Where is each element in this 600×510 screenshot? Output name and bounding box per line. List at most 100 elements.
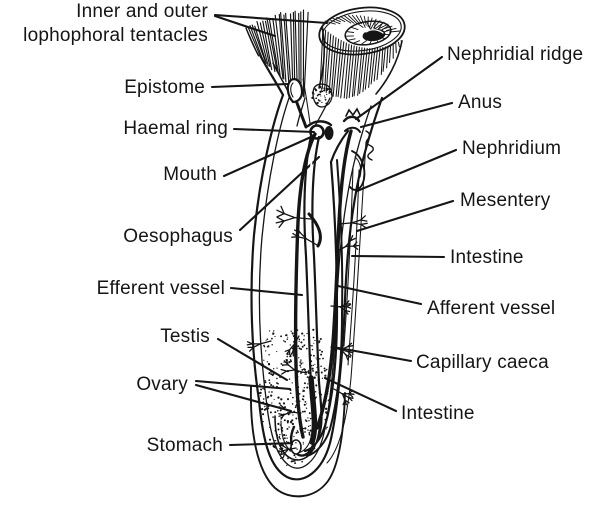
ganglion-dot <box>324 97 326 99</box>
capillary-branch <box>279 448 284 452</box>
gonad-dot <box>298 357 300 359</box>
gonad-dot <box>298 393 301 395</box>
gonad-dot <box>283 437 286 440</box>
label-stomach: Stomach <box>146 435 223 456</box>
gonad-dot <box>309 417 312 420</box>
tentacle-line <box>360 40 368 46</box>
capillary-branch <box>297 236 307 240</box>
capillary-branch <box>292 232 299 238</box>
capillary-branch <box>351 219 362 224</box>
gonad-dot <box>323 426 326 429</box>
capillary-branch <box>346 345 354 348</box>
capillary-branch <box>293 335 300 346</box>
gonad-dot <box>266 402 268 405</box>
tentacle-line <box>332 17 341 23</box>
gonad-dot <box>280 426 284 429</box>
leader-efferent-vessel <box>229 286 304 297</box>
gonad-dot <box>286 464 288 467</box>
gonad-dot <box>290 330 292 332</box>
gonad-dot <box>289 392 292 395</box>
label-mesentery: Mesentery <box>460 190 551 211</box>
gonad-dot <box>281 429 284 432</box>
tentacle-line <box>388 44 392 64</box>
gonad-dot <box>291 412 293 414</box>
ganglion-dot <box>321 101 323 104</box>
gonad-dot <box>301 410 304 413</box>
ganglion-dot <box>319 100 321 102</box>
gonad-dot <box>314 339 316 342</box>
gonad-dot <box>311 449 314 451</box>
tentacle-line <box>346 44 353 99</box>
gonad-dot <box>299 419 302 422</box>
ganglion-dot <box>326 93 328 96</box>
tentacle-line <box>359 47 366 94</box>
gonad-dot <box>309 434 311 436</box>
gonad-dot <box>305 420 307 422</box>
gonad-dot <box>307 425 310 428</box>
tentacle-line <box>370 47 376 85</box>
gonad-dot <box>283 340 285 342</box>
capillary-branch <box>347 396 353 402</box>
gonad-dot <box>304 400 307 403</box>
capillary-branch <box>340 345 349 351</box>
gonad-dot <box>302 441 304 443</box>
gonad-dot <box>267 404 270 408</box>
ganglion-dot <box>323 95 326 97</box>
gonad-dot <box>286 419 290 423</box>
gonad-dot <box>292 396 294 399</box>
gonad-dot <box>302 362 304 364</box>
gonad-dot <box>308 419 310 422</box>
capillary-branch <box>279 404 285 410</box>
gonad-dot <box>305 347 308 350</box>
tentacle-line <box>352 40 361 44</box>
capillary-branch <box>276 216 285 222</box>
label-efferent-vessel: Efferent vessel <box>96 278 225 299</box>
gonad-dot <box>300 366 302 368</box>
gonad-dot <box>287 336 289 338</box>
gonad-dot <box>307 429 309 431</box>
gonad-dot <box>276 382 278 384</box>
label-testis: Testis <box>160 326 210 347</box>
gonad-dot <box>274 429 277 432</box>
gonad-dot <box>320 353 323 356</box>
gonad-dot <box>290 421 293 424</box>
gonad-dot <box>289 355 292 358</box>
tentacle-line <box>362 47 368 93</box>
gonad-dot <box>283 413 285 416</box>
tentacle-line <box>380 46 384 76</box>
capillary-branch <box>349 237 357 242</box>
gonad-dot <box>262 363 264 365</box>
gonad-dot <box>324 400 327 403</box>
gonad-dot <box>291 419 294 422</box>
capillary-branch <box>305 238 318 246</box>
ganglion-dot <box>323 89 326 92</box>
gonad-dot <box>262 413 265 416</box>
gonad-dot <box>308 369 310 372</box>
capillary-branch <box>333 388 344 395</box>
gonad-dot <box>304 373 306 375</box>
gonad-dot <box>320 402 323 405</box>
gonad-dot <box>303 338 305 341</box>
label-epistome: Epistome <box>124 77 205 98</box>
capillary-branch <box>294 369 307 374</box>
gonad-dot <box>303 403 306 406</box>
oesophagus-lumen <box>308 138 316 249</box>
label-lophophoral-tentacles-line1: Inner and outer <box>76 1 208 22</box>
ganglion-dot <box>329 90 332 93</box>
gonad-dot <box>323 367 326 370</box>
tentacle-line <box>247 26 262 59</box>
capillary-branch <box>246 341 254 345</box>
afferent-vessel <box>315 129 353 430</box>
label-oesophagus: Oesophagus <box>123 226 233 247</box>
tentacle-line <box>294 10 298 91</box>
gonad-dot <box>261 408 264 411</box>
tentacle-line <box>298 12 300 94</box>
gonad-dot <box>262 420 264 423</box>
gonad-dot <box>313 376 316 379</box>
tentacle-line <box>374 20 376 29</box>
gonad-dot <box>268 419 270 421</box>
gonad-stipple <box>258 85 332 467</box>
tentacle-line <box>328 35 334 95</box>
coelom-line-right <box>326 141 367 464</box>
capillary-branch <box>359 215 366 221</box>
